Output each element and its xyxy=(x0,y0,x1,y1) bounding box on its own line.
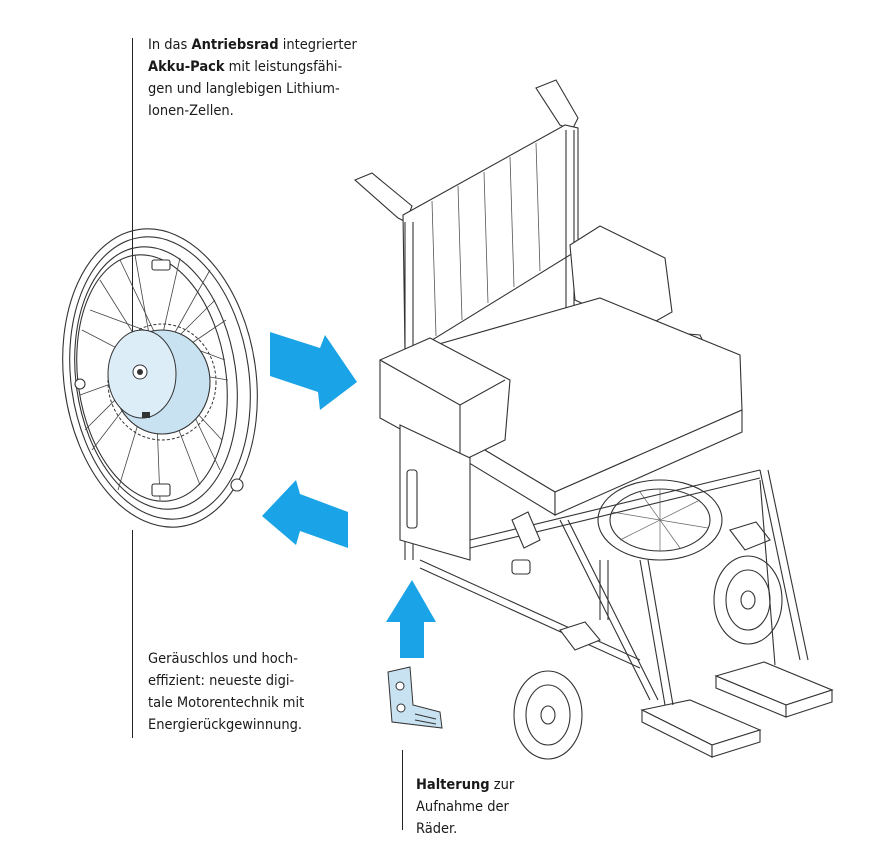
mount-callout: Halterung zur Aufnahme der Räder. xyxy=(416,774,514,840)
arrow-up-icon xyxy=(386,580,436,658)
mount-callout-line: Räder. xyxy=(416,821,458,837)
motor-leader-line xyxy=(132,530,133,738)
rim-knobs xyxy=(74,259,244,497)
wheelchair xyxy=(353,79,834,760)
battery-callout-line: Akku-Pack mit leistungsfähi- xyxy=(148,59,343,75)
battery-leader-line xyxy=(132,38,133,338)
mount-leader-line xyxy=(402,750,403,830)
front-caster-left xyxy=(513,621,601,760)
mount-bracket xyxy=(387,666,443,729)
motor-callout-line: Geräuschlos und hoch- xyxy=(148,651,298,667)
backrest-stitching xyxy=(431,142,541,337)
battery-callout: In das Antriebsrad integrierter Akku-Pac… xyxy=(148,34,357,122)
motor-callout-line: effizient: neueste digi- xyxy=(148,673,295,689)
motor-callout-line: tale Motorentechnik mit xyxy=(148,695,305,711)
motor-callout: Geräuschlos und hoch- effizient: neueste… xyxy=(148,648,304,736)
arrow-right-icon xyxy=(270,332,357,410)
battery-callout-line: gen und langlebigen Lithium- xyxy=(148,81,340,97)
front-caster-right xyxy=(713,521,783,645)
battery-callout-line: Ionen-Zellen. xyxy=(148,103,234,119)
arrow-left-icon xyxy=(262,480,348,548)
battery-callout-line: In das Antriebsrad integrierter xyxy=(148,37,357,53)
hub-motor xyxy=(107,323,217,441)
footrests xyxy=(640,661,834,758)
mount-callout-line: Halterung zur xyxy=(416,777,515,793)
motor-callout-line: Energierückgewinnung. xyxy=(148,717,303,733)
mount-callout-line: Aufnahme der xyxy=(416,799,509,815)
arrows xyxy=(262,332,436,658)
